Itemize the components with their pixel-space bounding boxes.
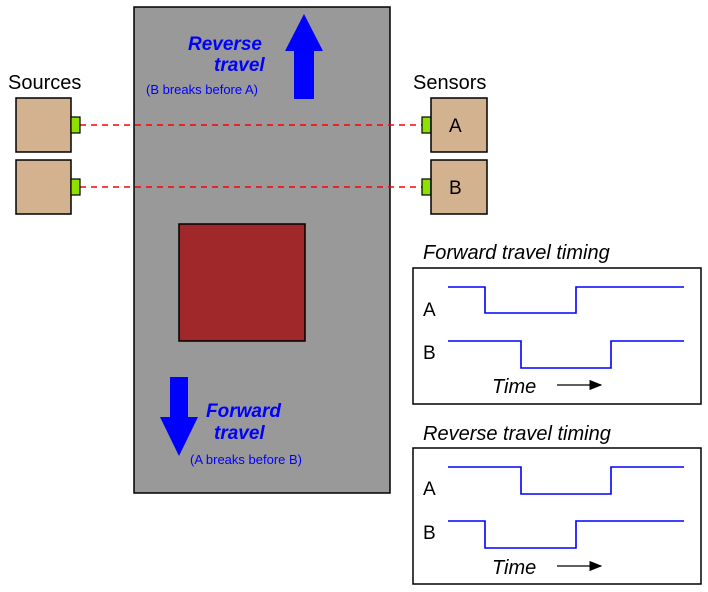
source-a-lens (70, 116, 81, 134)
reverse-timing-title: Reverse travel timing (423, 423, 611, 445)
reverse-travel-line2: travel (214, 55, 265, 76)
sources-label: Sources (8, 72, 81, 94)
forward-time-label: Time (492, 376, 536, 398)
sensor-b-lens (421, 178, 432, 196)
reverse-travel-arrow (285, 14, 323, 99)
forward-channel-a-label: A (423, 300, 436, 321)
forward-travel-note: (A breaks before B) (190, 452, 302, 467)
reverse-time-label: Time (492, 557, 536, 579)
forward-signal-b (448, 340, 684, 369)
reverse-signal-b (448, 520, 684, 549)
forward-travel-arrow (160, 377, 198, 456)
reverse-travel-line1: Reverse (188, 34, 262, 55)
reverse-channel-b-label: B (423, 523, 436, 544)
reverse-timing-box (412, 447, 702, 585)
sensor-a: A (421, 97, 488, 153)
forward-travel-line2: travel (214, 423, 265, 444)
reverse-channel-a-label: A (423, 479, 436, 500)
source-b-lens (70, 178, 81, 196)
source-b (15, 159, 81, 215)
moving-object (178, 223, 306, 342)
forward-channel-b-label: B (423, 343, 436, 364)
reverse-travel-note: (B breaks before A) (146, 82, 258, 97)
forward-timing-title: Forward travel timing (423, 242, 610, 264)
sensor-a-label: A (449, 116, 462, 137)
forward-timing-box (412, 267, 702, 405)
sensor-b-label: B (449, 178, 462, 199)
forward-signal-a (448, 286, 684, 314)
source-a (15, 97, 81, 153)
sensor-a-lens (421, 116, 432, 134)
sensor-b: B (421, 159, 488, 215)
sensors-label: Sensors (413, 72, 486, 94)
reverse-signal-a (448, 466, 684, 495)
forward-travel-line1: Forward (206, 401, 281, 422)
